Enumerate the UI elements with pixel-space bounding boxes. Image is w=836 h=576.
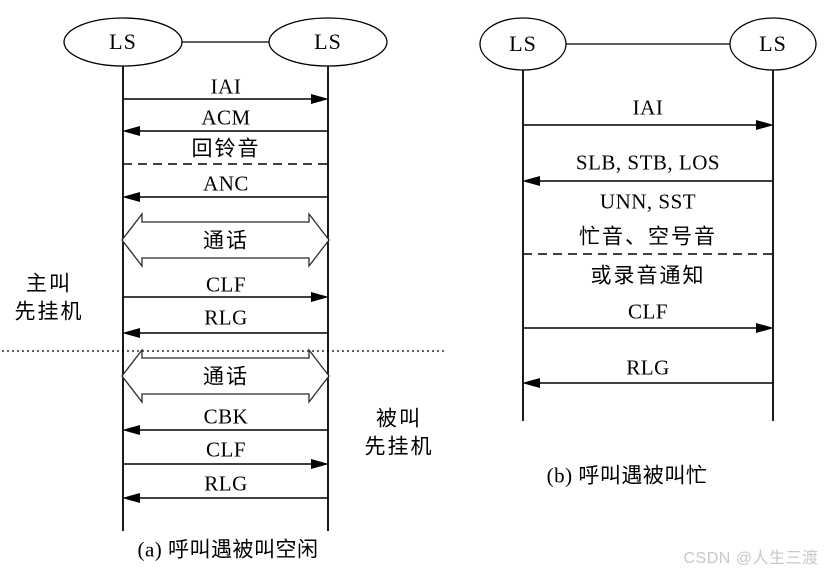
a-msg-clf1-label: CLF (205, 272, 247, 297)
a-msg-cbk-label: CBK (203, 404, 249, 429)
a-talk2-double-block-arrow (121, 348, 330, 404)
a-msg-clf2-label: CLF (205, 437, 247, 462)
b-clf-arrowhead-right (756, 323, 774, 333)
a-msg-talk1-label: 通话 (203, 228, 249, 253)
a-right-node-label: LS (314, 29, 342, 54)
a-acm-arrowhead-left (122, 126, 140, 136)
csdn-watermark: CSDN @人生三渡 (683, 550, 819, 567)
a-caption: (a) 呼叫遇被叫空闲 (137, 537, 319, 562)
b-left-node-label: LS (509, 31, 537, 56)
b-msg-iai-label: IAI (632, 95, 664, 120)
b-msg-recording-label: 或录音通知 (590, 263, 706, 288)
b-msg-rlg-label: RLG (626, 355, 670, 380)
b-msg-busy-tone-label: 忙音、空号音 (579, 224, 717, 249)
a-msg-acm-label: ACM (201, 105, 251, 130)
a-msg-rlg1-label: RLG (204, 305, 248, 330)
b-msg-clf-label: CLF (627, 299, 669, 324)
a-left-note-line1: 主叫 (26, 271, 72, 296)
diagram-b-shapes (479, 17, 817, 421)
a-msg-rlg2-label: RLG (204, 471, 248, 496)
a-msg-anc-label: ANC (203, 171, 249, 196)
a-left-node-label: LS (109, 29, 137, 54)
b-right-node-label: LS (759, 31, 787, 56)
b-slb-arrowhead-left (522, 176, 540, 186)
a-clf2-arrowhead-right (311, 459, 329, 469)
a-clf1-arrowhead-right (311, 292, 329, 302)
a-right-note-line2: 先挂机 (364, 434, 434, 459)
b-msg-slb-label: SLB, STB, LOS (575, 150, 721, 175)
a-talk1-double-block-arrow (121, 212, 330, 268)
a-msg-iai-label: IAI (210, 74, 242, 99)
a-rlg1-arrowhead-left (122, 328, 140, 338)
diagram-a-shapes (2, 17, 446, 531)
a-cbk-arrowhead-left (122, 425, 140, 435)
a-anc-arrowhead-left (122, 192, 140, 202)
a-left-note-line2: 先挂机 (14, 299, 84, 324)
b-rlg-arrowhead-left (522, 378, 540, 388)
a-msg-talk2-label: 通话 (203, 364, 249, 389)
b-caption: (b) 呼叫遇被叫忙 (546, 463, 708, 488)
a-msg-ringback-label: 回铃音 (191, 136, 261, 161)
b-msg-unn-label: UNN, SST (599, 189, 697, 214)
a-iai-arrowhead-right (311, 94, 329, 104)
a-right-note-line1: 被叫 (376, 406, 422, 431)
a-rlg2-arrowhead-left (122, 493, 140, 503)
b-iai-arrowhead-right (756, 120, 774, 130)
